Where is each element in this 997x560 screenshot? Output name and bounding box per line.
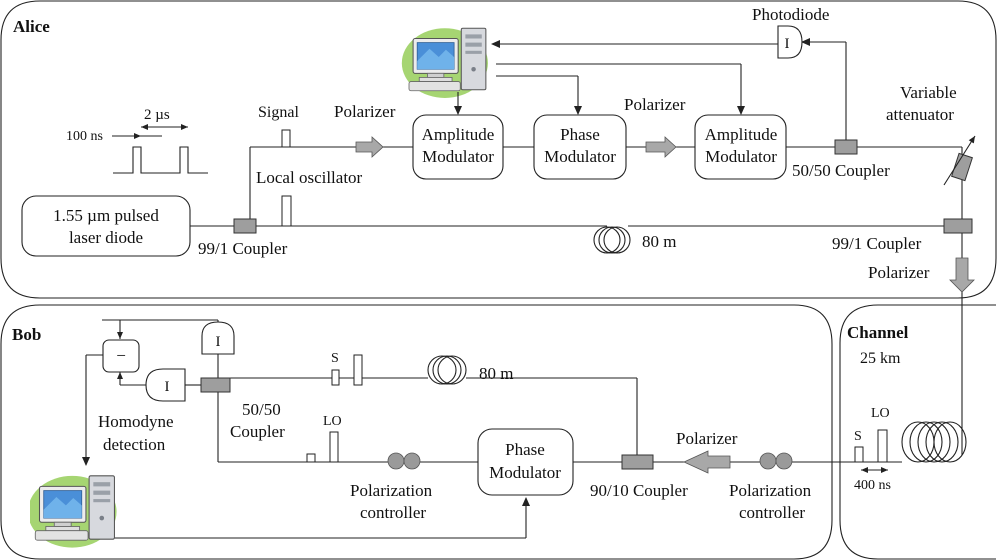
photodiode-label: Photodiode: [752, 5, 829, 24]
variable-attenuator: Variable attenuator: [886, 83, 976, 186]
alice-title: Alice: [13, 17, 50, 36]
pulse-width-label: 100 ns: [66, 129, 103, 144]
laser-label-1: 1.55 µm pulsed: [53, 206, 159, 225]
bob-title: Bob: [12, 325, 41, 344]
subtractor-symbol: −: [116, 346, 126, 365]
polarizer-alice-3-label: Polarizer: [868, 263, 930, 282]
subtractor: −: [102, 339, 140, 373]
phase-mod-alice-line-1: Phase: [560, 125, 600, 144]
amplitude-modulator-2: Amplitude Modulator: [694, 114, 787, 180]
polarizer-alice-1-label: Polarizer: [334, 102, 396, 121]
pol-controller-left-line-2: controller: [360, 503, 426, 522]
bob-panel: Bob: [0, 304, 833, 560]
coupler-90-10-label: 90/10 Coupler: [590, 481, 688, 500]
detector-left: I: [145, 368, 186, 402]
pol-controller-right-line-1: Polarization: [729, 481, 812, 500]
polarizer-bob-label: Polarizer: [676, 429, 738, 448]
computer-bob-icon: [30, 475, 118, 549]
polarizer-bob: Polarizer: [676, 429, 738, 474]
fiber-delay-alice: 80 m: [593, 226, 676, 254]
coupler-90-10: 90/10 Coupler: [590, 454, 688, 500]
coupler-50-50-bob-line-2: Coupler: [230, 422, 285, 441]
bob-fibers: [82, 319, 760, 539]
polarizer-alice-3: Polarizer: [868, 257, 975, 293]
bob-lo-pulse: LO: [306, 414, 342, 463]
coupler-50-50-bob: 50/50 Coupler: [200, 377, 285, 441]
amp-mod-2-line-1: Amplitude: [705, 125, 778, 144]
alice-panel: Alice: [0, 0, 997, 299]
phase-mod-bob-line-2: Modulator: [489, 463, 561, 482]
phase-mod-bob-line-1: Phase: [505, 440, 545, 459]
homodyne-label: Homodyne detection: [98, 412, 174, 454]
bob-lo-label: LO: [323, 414, 342, 429]
laser-label-2: laser diode: [69, 228, 143, 247]
variable-attenuator-line-1: Variable: [900, 83, 957, 102]
coupler-50-50-alice-label: 50/50 Coupler: [792, 161, 890, 180]
bob-signal-pulse: S: [331, 351, 363, 386]
local-oscillator-label: Local oscillator: [256, 168, 363, 187]
fiber-delay-bob: 80 m: [427, 355, 513, 385]
computer-alice-icon: [401, 27, 489, 99]
channel-delay-label: 400 ns: [854, 478, 891, 493]
coupler-99-1-right-label: 99/1 Coupler: [832, 234, 922, 253]
polarization-controller-left: Polarization controller: [350, 452, 433, 522]
photodiode: I Photodiode: [752, 5, 829, 59]
pol-controller-right-line-2: controller: [739, 503, 805, 522]
polarizer-alice-1: Polarizer: [334, 102, 396, 158]
detector-top: I: [201, 321, 235, 355]
coupler-50-50-alice: 50/50 Coupler: [792, 139, 890, 180]
coupler-99-1-left-label: 99/1 Coupler: [198, 239, 288, 258]
channel-lo-label: LO: [871, 406, 890, 421]
photodiode-symbol: I: [785, 36, 790, 52]
polarizer-alice-2: Polarizer: [624, 95, 686, 158]
polarization-controller-right: Polarization controller: [729, 452, 812, 522]
coupler-99-1-right: 99/1 Coupler: [832, 218, 973, 253]
signal-label: Signal: [258, 104, 299, 121]
laser-diode: 1.55 µm pulsed laser diode: [21, 195, 191, 257]
amp-mod-1-line-1: Amplitude: [422, 125, 495, 144]
pol-controller-left-line-1: Polarization: [350, 481, 433, 500]
polarizer-alice-2-label: Polarizer: [624, 95, 686, 114]
coupler-99-1-left: 99/1 Coupler: [198, 218, 288, 258]
local-oscillator-pulse: Local oscillator: [256, 168, 363, 227]
variable-attenuator-line-2: attenuator: [886, 105, 954, 124]
bob-s-label: S: [331, 351, 339, 366]
phase-modulator-bob: Phase Modulator: [477, 428, 574, 496]
alice-control-lines: [454, 40, 778, 115]
homodyne-line-2: detection: [103, 435, 166, 454]
homodyne-line-1: Homodyne: [98, 412, 174, 431]
channel-s-label: S: [854, 429, 862, 444]
phase-modulator-alice: Phase Modulator: [533, 114, 627, 180]
signal-pulse: Signal: [258, 104, 299, 148]
amp-mod-2-line-2: Modulator: [705, 147, 777, 166]
amplitude-modulator-1: Amplitude Modulator: [412, 114, 504, 180]
fiber-delay-alice-label: 80 m: [642, 232, 676, 251]
channel-length: 25 km: [860, 350, 901, 367]
channel-title: Channel: [847, 323, 909, 342]
detector-top-symbol: I: [216, 334, 221, 350]
amp-mod-1-line-2: Modulator: [422, 147, 494, 166]
channel-panel: Channel 25 km: [839, 304, 996, 560]
alice-fibers: [190, 38, 963, 442]
channel-fiber: [788, 421, 967, 463]
detector-left-symbol: I: [165, 379, 170, 395]
pulse-period-label: 2 µs: [144, 107, 170, 123]
phase-mod-alice-line-2: Modulator: [544, 147, 616, 166]
pulse-train: 2 µs 100 ns: [66, 107, 208, 174]
coupler-50-50-bob-line-1: 50/50: [242, 400, 281, 419]
fiber-delay-bob-label: 80 m: [479, 364, 513, 383]
channel-pulses: S LO 400 ns: [854, 406, 891, 493]
